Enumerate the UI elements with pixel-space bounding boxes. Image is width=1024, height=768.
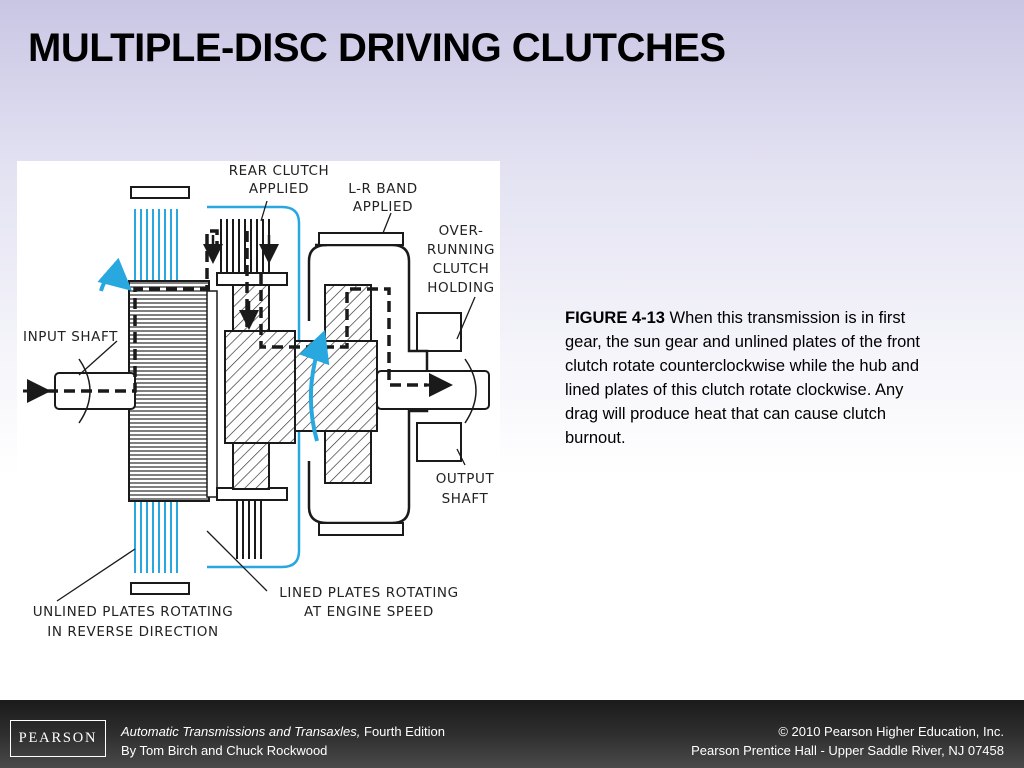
rotation-arrow-input	[97, 257, 133, 292]
lr-band	[318, 232, 404, 246]
copyright-text: © 2010 Pearson Higher Education, Inc.	[778, 724, 1004, 739]
sun-gear	[224, 330, 296, 444]
output-shaft	[376, 370, 490, 410]
unlined-plates-top	[134, 209, 178, 281]
footer-bar: PEARSON Automatic Transmissions and Tran…	[0, 700, 1024, 768]
publisher-info: © 2010 Pearson Higher Education, Inc. Pe…	[691, 722, 1004, 760]
svg-text:APPLIED: APPLIED	[353, 199, 413, 215]
unlined-plates-bottom	[134, 501, 178, 573]
planetary-gearset	[294, 340, 378, 432]
figure-caption: FIGURE 4-13 When this transmission is in…	[565, 306, 937, 450]
ring-gear-housing	[307, 243, 429, 525]
svg-text:CLUTCH: CLUTCH	[433, 261, 490, 277]
label-output-shaft: OUTPUT	[436, 471, 495, 487]
label-input-shaft: INPUT SHAFT	[23, 329, 118, 345]
figure-number: FIGURE 4-13	[565, 309, 665, 327]
book-title: Automatic Transmissions and Transaxles,	[121, 724, 361, 739]
svg-text:SHAFT: SHAFT	[442, 491, 489, 507]
caption-text: When this transmission is in first gear,…	[565, 309, 921, 447]
rear-clutch-plates	[220, 219, 270, 559]
svg-text:HOLDING: HOLDING	[427, 280, 494, 296]
rotation-arrow-sun-gear	[299, 329, 330, 442]
book-edition: Fourth Edition	[360, 724, 445, 739]
power-flow-path	[47, 229, 427, 393]
label-unlined-plates: UNLINED PLATES ROTATING	[33, 604, 234, 620]
svg-text:APPLIED: APPLIED	[249, 181, 309, 197]
svg-text:AT ENGINE SPEED: AT ENGINE SPEED	[304, 604, 434, 620]
label-overrunning-clutch: OVER-	[439, 223, 484, 239]
transmission-diagram: REAR CLUTCH APPLIED L-R BAND APPLIED OVE…	[17, 161, 500, 646]
publisher-text: Pearson Prentice Hall - Upper Saddle Riv…	[691, 743, 1004, 758]
label-lr-band: L-R BAND	[348, 181, 418, 197]
overrunning-clutch	[416, 312, 462, 352]
front-clutch-pack	[128, 280, 210, 502]
svg-text:RUNNING: RUNNING	[427, 242, 495, 258]
pearson-logo: PEARSON	[10, 720, 106, 757]
book-info: Automatic Transmissions and Transaxles, …	[121, 722, 445, 760]
diagram-svg: REAR CLUTCH APPLIED L-R BAND APPLIED OVE…	[23, 163, 495, 640]
slide-title: MULTIPLE-DISC DRIVING CLUTCHES	[28, 26, 726, 70]
label-rear-clutch: REAR CLUTCH	[229, 163, 330, 179]
label-lined-plates: LINED PLATES ROTATING	[279, 585, 458, 601]
book-authors: By Tom Birch and Chuck Rockwood	[121, 743, 328, 758]
svg-text:IN REVERSE DIRECTION: IN REVERSE DIRECTION	[47, 624, 218, 640]
